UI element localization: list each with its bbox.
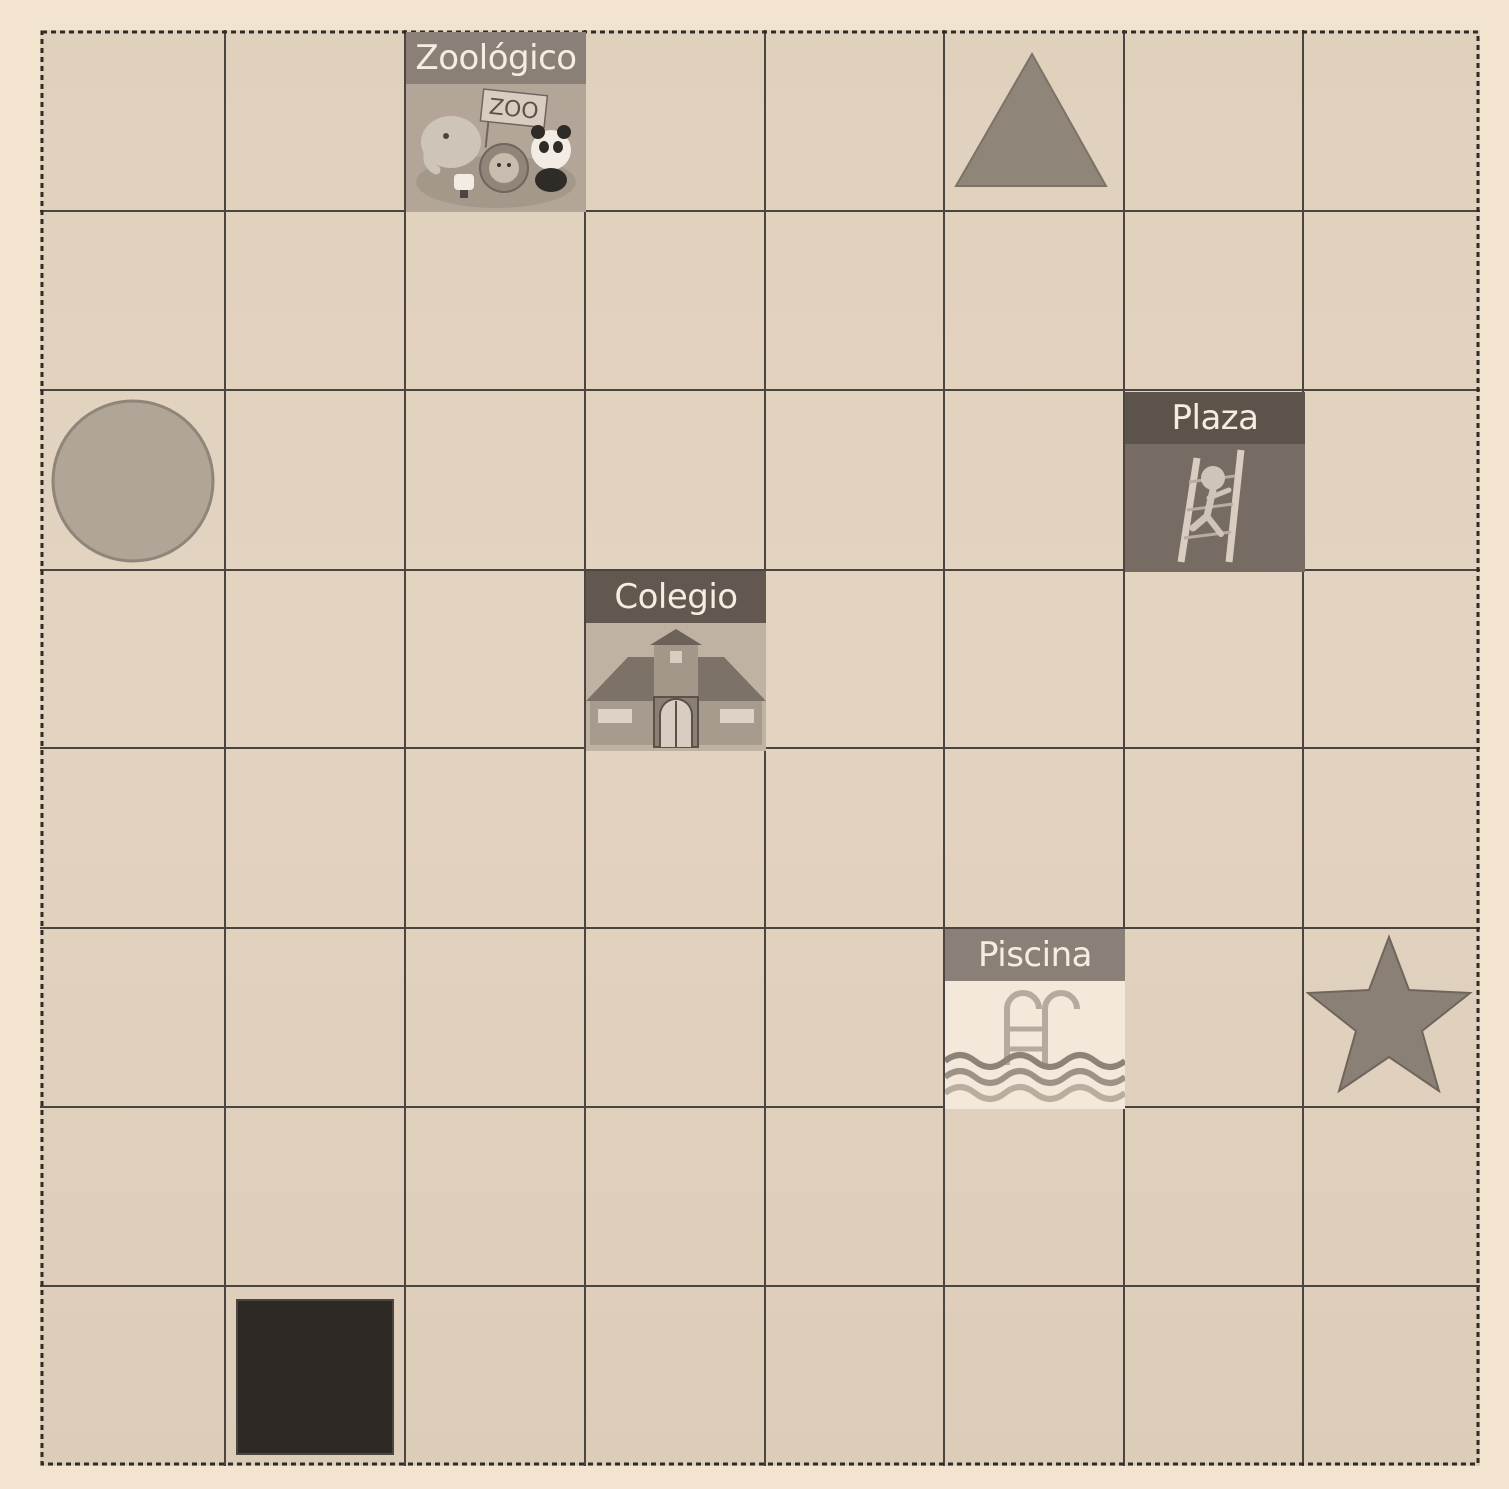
zoo-sign-text: ZOO	[488, 95, 540, 125]
star-token	[1306, 932, 1476, 1096]
panda-icon	[531, 125, 571, 192]
lion-icon	[480, 144, 528, 192]
zoo-animals-icon: ZOO	[406, 32, 586, 212]
playground-climber-icon	[1125, 392, 1305, 572]
game-board: Zoológico ZOO	[40, 30, 1480, 1466]
place-tile-zoo: Zoológico ZOO	[406, 32, 586, 212]
circle-token	[50, 398, 216, 564]
place-tile-piscina: Piscina	[945, 929, 1125, 1109]
triangle-token	[952, 50, 1112, 190]
black-square-token	[236, 1299, 394, 1455]
place-tile-plaza: Plaza	[1125, 392, 1305, 572]
school-building-icon	[586, 571, 766, 751]
place-tile-colegio: Colegio	[586, 571, 766, 751]
pool-ladder-icon	[945, 929, 1125, 1109]
